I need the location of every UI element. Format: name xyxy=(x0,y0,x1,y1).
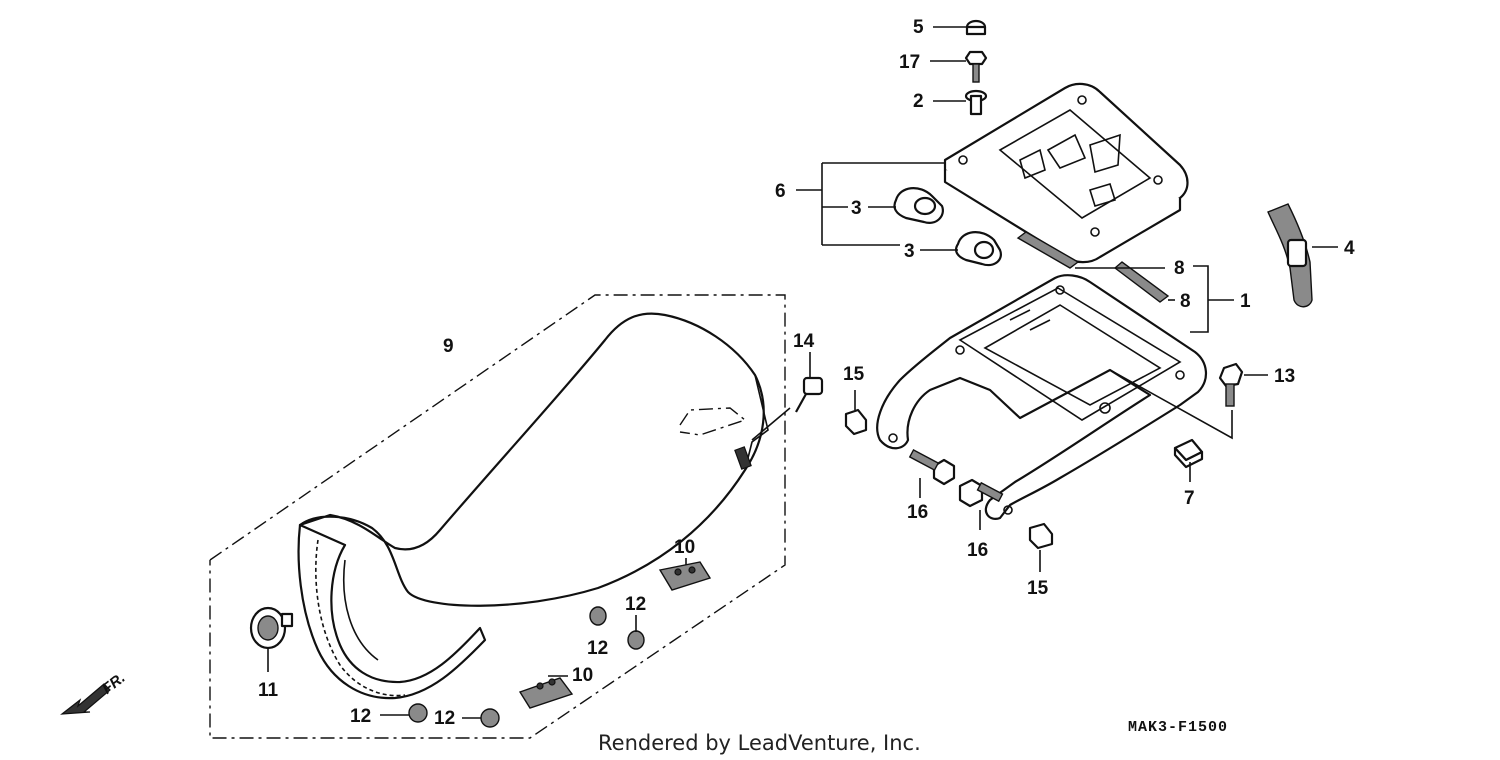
callout-9: 9 xyxy=(443,336,454,357)
hardware-top xyxy=(930,19,988,116)
callout-14: 14 xyxy=(793,331,815,352)
part-12-grommets xyxy=(380,606,645,728)
part-4-strap xyxy=(1267,203,1338,308)
part-7-nut xyxy=(1173,438,1204,482)
carrier-frame xyxy=(876,274,1207,520)
callout-6: 6 xyxy=(775,181,786,202)
seat-group-frame xyxy=(209,294,786,739)
callout-15-lower: 15 xyxy=(1027,578,1049,599)
part-14-bolt xyxy=(751,352,824,441)
callout-3-upper: 3 xyxy=(851,198,862,219)
callout-15-upper: 15 xyxy=(843,364,865,385)
front-arrow-icon: FR. xyxy=(60,669,129,715)
callout-12-middle: 12 xyxy=(587,638,608,659)
callout-12-bottom: 12 xyxy=(434,708,455,729)
callout-16-left: 16 xyxy=(907,502,928,523)
part-3-clamps xyxy=(822,187,1002,267)
callout-17: 17 xyxy=(899,52,920,73)
callout-1: 1 xyxy=(1240,291,1251,312)
callout-8-upper: 8 xyxy=(1174,258,1185,279)
carrier-plate xyxy=(796,82,1189,264)
callout-2: 2 xyxy=(913,91,924,112)
callout-11: 11 xyxy=(258,680,279,701)
callout-16-right: 16 xyxy=(967,540,988,561)
seat xyxy=(297,312,769,700)
callout-3-lower: 3 xyxy=(904,241,915,262)
part-11-knob xyxy=(249,606,294,672)
callouts: 5 17 2 6 3 3 4 8 8 1 13 7 9 14 15 16 16 … xyxy=(258,17,1355,729)
callout-13: 13 xyxy=(1274,366,1295,387)
callout-12-right: 12 xyxy=(625,594,646,615)
callout-10-upper: 10 xyxy=(674,537,695,558)
credit-text: Rendered by LeadVenture, Inc. xyxy=(598,731,921,755)
callout-8-lower: 8 xyxy=(1180,291,1191,312)
callout-5: 5 xyxy=(913,17,924,38)
callout-10-lower: 10 xyxy=(572,665,593,686)
part-10-mount-upper xyxy=(658,558,712,591)
part-15-nuts xyxy=(844,390,1054,572)
part-10-mount-lower xyxy=(518,675,574,709)
part-13-bolt xyxy=(1109,362,1268,440)
part-8-pads xyxy=(1016,231,1234,333)
callout-7: 7 xyxy=(1184,488,1195,509)
part-16-bolts xyxy=(908,448,1004,530)
diagram-code: MAK3-F1500 xyxy=(1128,719,1228,736)
callout-12-left: 12 xyxy=(350,706,371,727)
callout-4: 4 xyxy=(1344,238,1355,259)
